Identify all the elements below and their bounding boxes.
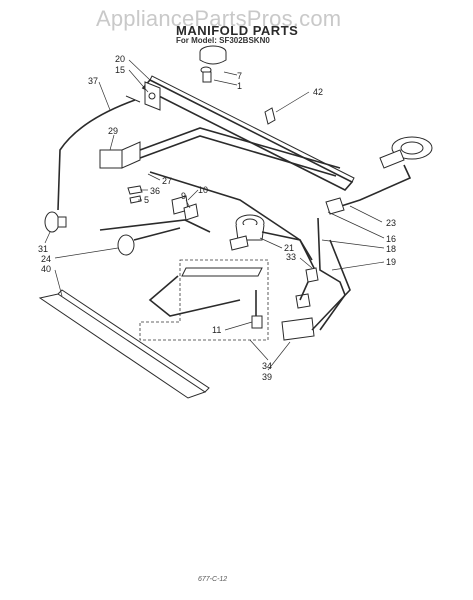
callout-27: 27 — [162, 176, 172, 186]
callout-23: 23 — [386, 218, 396, 228]
callout-42: 42 — [313, 87, 323, 97]
callout-labels: 7 1 20 15 37 42 29 27 36 5 10 9 31 24 40… — [38, 54, 396, 382]
callout-31: 31 — [38, 244, 48, 254]
callout-39: 39 — [262, 372, 272, 382]
callout-18: 18 — [386, 244, 396, 254]
callout-1: 1 — [237, 81, 242, 91]
right-burner — [325, 136, 433, 215]
callout-21: 21 — [284, 243, 294, 253]
valve-block-29 — [99, 127, 341, 177]
callout-37: 37 — [88, 76, 98, 86]
assembly-34-39 — [281, 239, 351, 341]
bracket-20 — [144, 81, 161, 111]
callout-24: 24 — [41, 254, 51, 264]
dashed-assembly-box — [139, 259, 269, 341]
center-burner-21 — [229, 214, 313, 261]
callout-7: 7 — [237, 71, 242, 81]
pipe-16-18-19 — [317, 217, 346, 331]
callout-36: 36 — [150, 186, 160, 196]
diagram-title: MANIFOLD PARTS — [176, 23, 299, 38]
callout-9: 9 — [181, 191, 186, 201]
fittings-36-5 — [127, 185, 143, 204]
callout-29: 29 — [108, 126, 118, 136]
callout-5: 5 — [144, 195, 149, 205]
callout-19: 19 — [386, 257, 396, 267]
callout-leaders — [44, 59, 385, 371]
knob-24 — [117, 227, 181, 256]
knob-31 — [44, 211, 67, 233]
callout-20: 20 — [115, 54, 125, 64]
valves-10-9 — [99, 195, 211, 233]
front-panel-40 — [38, 289, 210, 399]
callout-16: 16 — [386, 234, 396, 244]
top-valve — [199, 45, 227, 83]
watermark: AppliancePartsPros.com — [96, 6, 342, 31]
callout-15: 15 — [115, 65, 125, 75]
bracket-42 — [264, 107, 276, 125]
drawing-number: 677-C-12 — [198, 576, 228, 583]
callout-33: 33 — [286, 252, 296, 262]
callout-40: 40 — [41, 264, 51, 274]
tube-37 — [57, 95, 141, 211]
callout-11: 11 — [212, 325, 221, 335]
model-line: For Model: SF302BSKN0 — [176, 36, 270, 45]
callout-10: 10 — [198, 185, 208, 195]
callout-34: 34 — [262, 361, 272, 371]
pipe-27 — [149, 171, 316, 271]
